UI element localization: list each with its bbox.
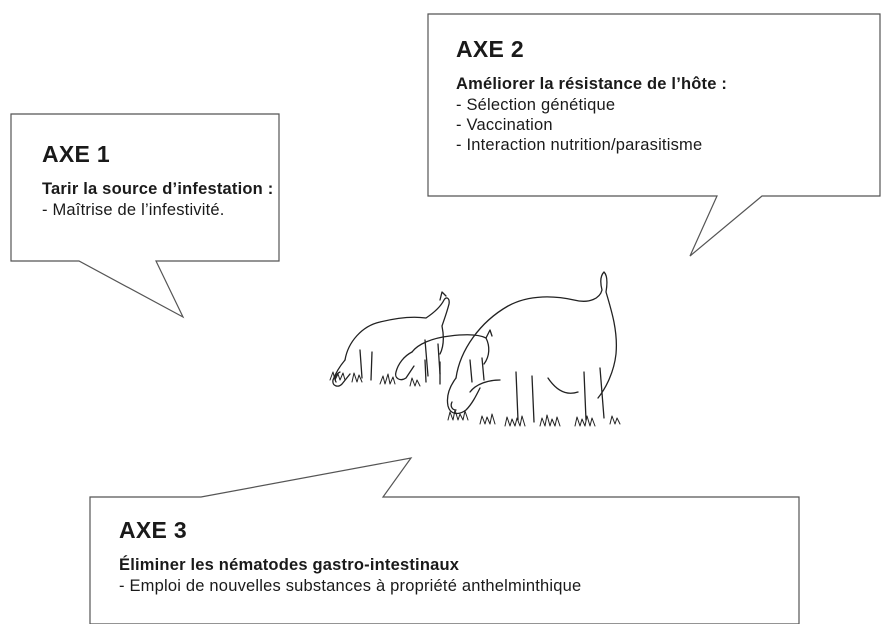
axe1-subtitle: Tarir la source d’infestation : — [42, 180, 274, 198]
axe2-title: AXE 2 — [456, 36, 524, 62]
grass-icon — [329, 371, 621, 427]
axe3-item: - Emploi de nouvelles substances à propr… — [119, 577, 582, 595]
small-goat-left-icon — [332, 291, 450, 387]
axe1-callout-box — [10, 113, 280, 319]
axe3-callout: AXE 3 Éliminer les nématodes gastro-inte… — [119, 517, 581, 596]
axe2-item: - Vaccination — [456, 116, 553, 134]
axe2-subtitle: Améliorer la résistance de l’hôte : — [456, 75, 728, 93]
axe1-title: AXE 1 — [42, 141, 110, 167]
small-goat-middle-icon — [394, 329, 493, 385]
axe3-callout-box — [89, 457, 800, 624]
axe2-callout: AXE 2 Améliorer la résistance de l’hôte … — [456, 36, 727, 155]
axe1-item: - Maîtrise de l’infestivité. — [42, 201, 225, 219]
axe3-title: AXE 3 — [119, 517, 187, 543]
axe2-item: - Sélection génétique — [456, 96, 616, 114]
axe1-callout: AXE 1 Tarir la source d’infestation : - … — [42, 141, 273, 220]
grazing-goats-icon — [329, 271, 621, 427]
axe3-subtitle: Éliminer les nématodes gastro-intestinau… — [119, 556, 460, 574]
axe2-item: - Interaction nutrition/parasitisme — [456, 136, 703, 154]
axe2-callout-box — [427, 13, 881, 257]
large-goat-icon — [446, 271, 618, 423]
